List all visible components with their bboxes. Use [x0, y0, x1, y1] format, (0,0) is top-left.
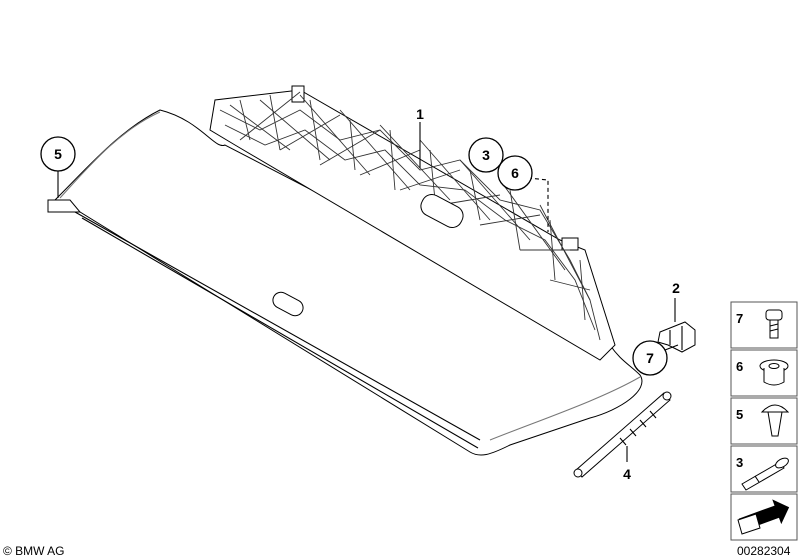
legend-item-3: 3	[730, 445, 798, 493]
svg-text:5: 5	[54, 146, 62, 162]
arrow-icon	[737, 499, 790, 535]
svg-text:7: 7	[736, 311, 743, 326]
callout-2: 2	[672, 280, 680, 296]
svg-text:4: 4	[623, 466, 631, 482]
svg-text:5: 5	[736, 407, 743, 422]
callout-6: 6	[497, 155, 533, 191]
callout-4: 4	[623, 466, 631, 482]
callout-1: 1	[416, 106, 424, 122]
legend-item-arrow	[730, 493, 798, 541]
svg-text:6: 6	[736, 359, 743, 374]
svg-text:7: 7	[646, 350, 654, 366]
svg-text:1: 1	[416, 106, 424, 122]
cover-frame	[209, 85, 616, 361]
legend: 7 6 5 3	[730, 301, 798, 541]
callout-5: 5	[40, 136, 76, 172]
callout-3: 3	[468, 137, 504, 173]
svg-text:2: 2	[672, 280, 680, 296]
svg-text:3: 3	[482, 147, 490, 163]
callout-7: 7	[632, 340, 668, 376]
pin-icon	[741, 457, 789, 491]
svg-text:6: 6	[511, 165, 519, 181]
parcel-shelf	[47, 109, 643, 456]
diagram-id: 00282304	[737, 544, 791, 558]
plastic-rivet-icon	[760, 404, 790, 437]
bracket	[657, 321, 696, 353]
svg-text:3: 3	[736, 455, 743, 470]
nut-icon	[759, 359, 789, 386]
legend-item-7: 7	[730, 301, 798, 349]
leader-7	[664, 344, 679, 351]
gas-strut	[573, 391, 672, 478]
legend-item-6: 6	[730, 349, 798, 397]
legend-item-5: 5	[730, 397, 798, 445]
screw-icon	[765, 309, 783, 339]
copyright: © BMW AG	[3, 544, 65, 558]
